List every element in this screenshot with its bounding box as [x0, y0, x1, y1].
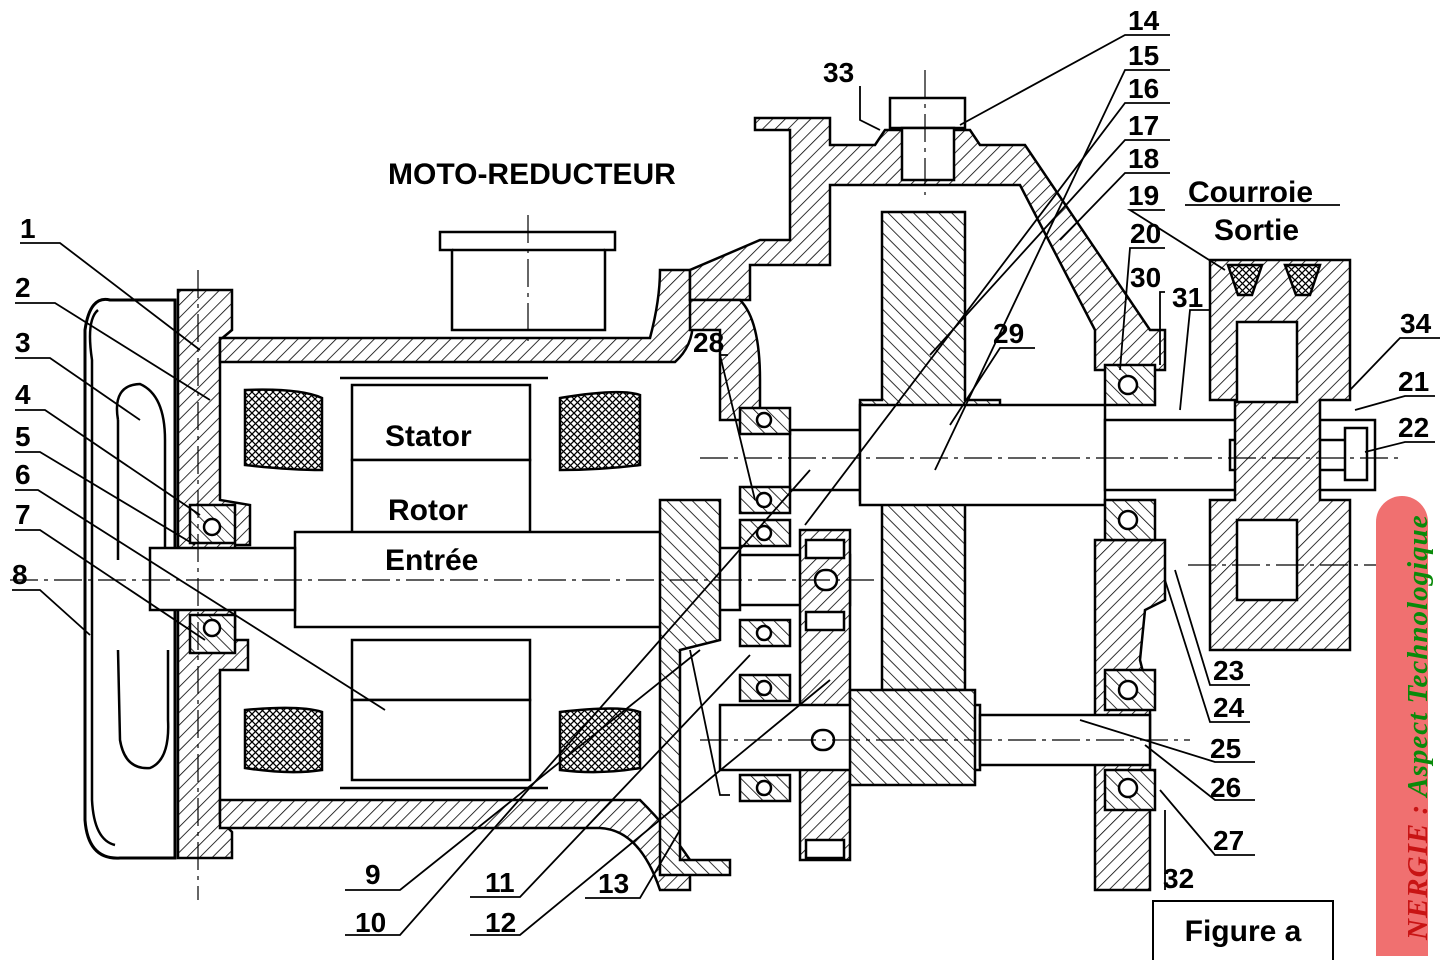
- label-stator: Stator: [385, 420, 472, 453]
- callout-8: 8: [12, 559, 28, 590]
- callout-22: 22: [1398, 412, 1429, 443]
- callout-31: 31: [1172, 282, 1203, 313]
- callout-25: 25: [1210, 733, 1241, 764]
- label-courroie: Courroie: [1188, 176, 1313, 209]
- callout-17: 17: [1128, 110, 1159, 141]
- callout-numbers: 1 2 3 4 5 6 7 8 9 10 11 12 13 14 15 16 1…: [12, 5, 1432, 938]
- figure-label: Figure a: [1152, 900, 1334, 960]
- callout-27: 27: [1213, 825, 1244, 856]
- leader-lines: [12, 34, 1440, 936]
- callout-26: 26: [1210, 772, 1241, 803]
- callout-30: 30: [1130, 262, 1161, 293]
- callout-19: 19: [1128, 180, 1159, 211]
- callout-28: 28: [693, 327, 724, 358]
- section-geometry: [10, 70, 1400, 900]
- callout-34: 34: [1400, 308, 1432, 339]
- callout-1: 1: [20, 213, 36, 244]
- side-text-emphasis: Aspect Technologique: [1402, 514, 1434, 797]
- callout-11: 11: [485, 867, 515, 898]
- callout-10: 10: [355, 907, 386, 938]
- callout-33: 33: [823, 57, 854, 88]
- callout-4: 4: [15, 379, 31, 410]
- callout-14: 14: [1128, 5, 1160, 36]
- callout-2: 2: [15, 272, 31, 303]
- side-ribbon: [1376, 496, 1428, 956]
- callout-15: 15: [1128, 40, 1159, 71]
- callout-23: 23: [1213, 655, 1244, 686]
- callout-24: 24: [1213, 692, 1245, 723]
- callout-20: 20: [1130, 218, 1161, 249]
- callout-29: 29: [993, 318, 1024, 349]
- callout-18: 18: [1128, 143, 1159, 174]
- label-entree: Entrée: [385, 544, 478, 577]
- callout-9: 9: [365, 859, 381, 890]
- callout-21: 21: [1398, 366, 1429, 397]
- label-sortie: Sortie: [1214, 214, 1299, 247]
- diagram-title: MOTO-REDUCTEUR: [388, 158, 676, 191]
- side-text-prefix: NERGIE :: [1402, 803, 1434, 940]
- callout-13: 13: [598, 868, 629, 899]
- callout-5: 5: [15, 421, 31, 452]
- label-rotor: Rotor: [388, 494, 468, 527]
- callout-3: 3: [15, 327, 31, 358]
- callout-16: 16: [1128, 73, 1159, 104]
- callout-6: 6: [15, 459, 31, 490]
- callout-32: 32: [1163, 863, 1194, 894]
- callout-7: 7: [15, 499, 31, 530]
- side-ribbon-text: NERGIE : Aspect Technologique: [1402, 514, 1435, 940]
- callout-12: 12: [485, 907, 516, 938]
